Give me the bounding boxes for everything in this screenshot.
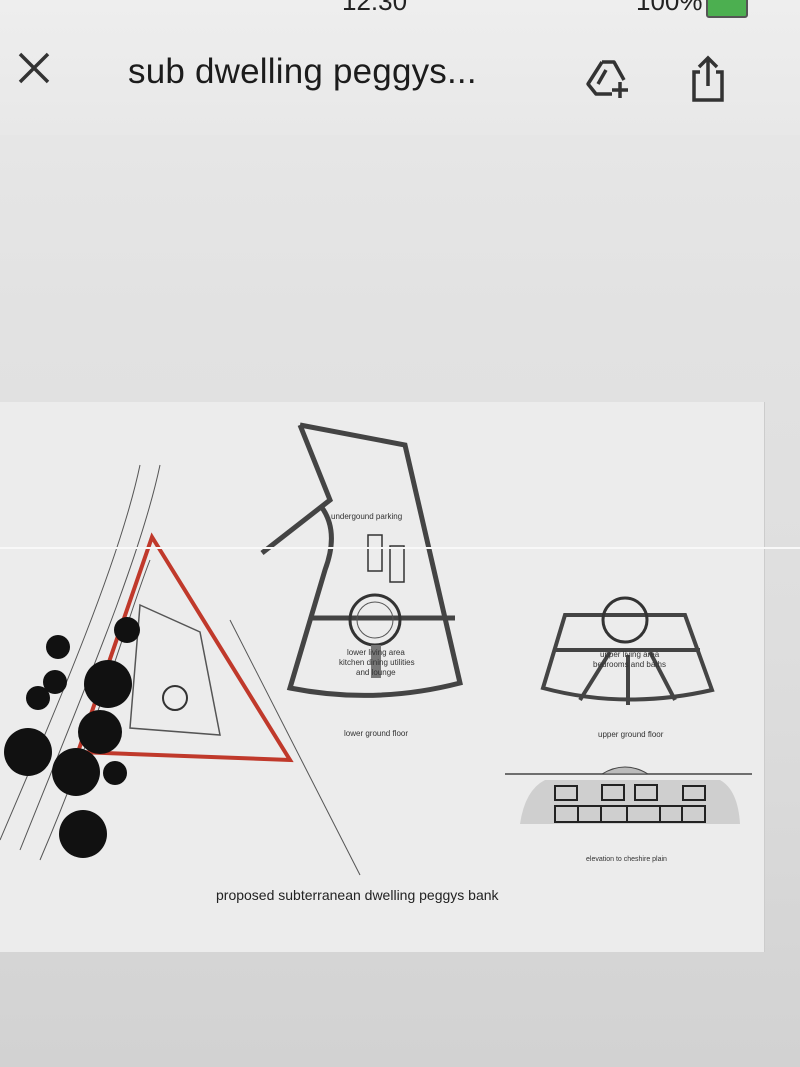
- label-lower-area-3: and lounge: [356, 668, 396, 677]
- label-parking: undergound parking: [331, 512, 403, 521]
- label-lower-ground-floor: lower ground floor: [344, 729, 409, 738]
- status-battery: 100%: [636, 0, 703, 16]
- elevation-drawing: [505, 766, 752, 824]
- label-upper-area-2: bedrooms and baths: [593, 660, 666, 669]
- label-elevation: elevation to cheshire plain: [586, 856, 667, 863]
- lower-ground-floor-plan: [260, 422, 463, 698]
- close-icon: [18, 52, 50, 84]
- status-time: 12:30: [342, 0, 408, 16]
- share-icon: [692, 55, 724, 102]
- share-button[interactable]: [688, 54, 728, 104]
- file-title: sub dwelling peggys...: [128, 52, 477, 91]
- label-upper-area-1: upper living area: [600, 650, 660, 659]
- label-upper-ground-floor: upper ground floor: [598, 730, 664, 739]
- battery-icon: [706, 0, 748, 18]
- label-lower-area-2: kitchen dining utilities: [339, 658, 415, 667]
- close-button[interactable]: [14, 48, 54, 88]
- site-boundary: [75, 532, 294, 763]
- top-bar: 12:30 100% sub dwelling peggys...: [0, 0, 800, 135]
- upper-ground-floor-plan: [540, 613, 715, 705]
- label-lower-area-1: lower living area: [347, 648, 405, 657]
- add-to-drive-button[interactable]: [584, 56, 632, 100]
- paper-fold: [0, 547, 800, 549]
- add-to-drive-icon: [586, 60, 628, 98]
- drawing-caption: proposed subterranean dwelling peggys ba…: [216, 887, 499, 903]
- trees: [4, 617, 140, 858]
